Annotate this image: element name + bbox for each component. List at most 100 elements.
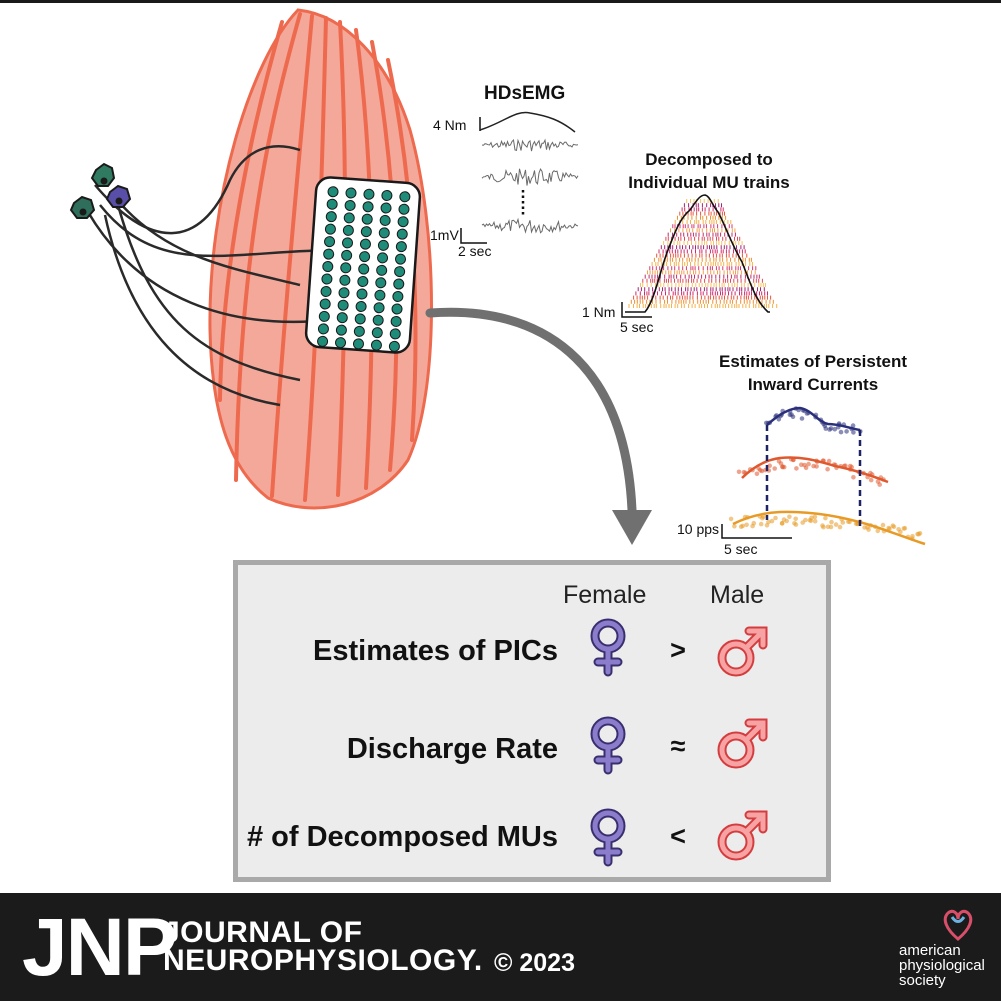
electrode-dot	[392, 291, 404, 303]
electrode-dot	[326, 198, 338, 210]
electrode-dot	[352, 338, 364, 350]
electrode-dot	[395, 253, 407, 265]
discharge-point	[812, 514, 818, 520]
discharge-point	[828, 426, 834, 431]
journal-abbreviation: JNP	[22, 902, 178, 993]
emg-trace	[481, 138, 579, 152]
discharge-point	[772, 466, 777, 471]
motor-neurons	[69, 162, 132, 219]
discharge-point	[898, 529, 903, 535]
hdsemg-voltage-scale: 1mV	[430, 227, 459, 243]
electrode-dot	[338, 287, 350, 299]
discharge-point	[840, 520, 846, 525]
decomposed-time-scale: 5 sec	[620, 319, 653, 335]
mu-spike-trains	[628, 199, 778, 308]
discharge-point	[812, 518, 818, 524]
discharge-point	[814, 464, 819, 469]
pic-rate-scale: 10 pps	[677, 521, 719, 537]
male-column-header: Male	[710, 581, 765, 609]
electrode-dot	[321, 273, 333, 285]
discharge-point	[761, 514, 766, 519]
discharge-point	[750, 523, 755, 529]
electrode-dot	[320, 285, 332, 297]
electrode-dot	[319, 298, 331, 310]
electrode-dot	[394, 266, 406, 278]
neuron-icon	[90, 162, 116, 187]
electrode-dot	[388, 340, 400, 352]
discharge-point	[850, 423, 856, 428]
emg-trace	[481, 168, 579, 186]
decomposed-torque-trace	[625, 194, 770, 313]
electrode-dot	[359, 238, 371, 250]
discharge-point	[766, 519, 771, 525]
discharge-point	[767, 463, 772, 469]
discharge-point	[886, 525, 891, 531]
discharge-point	[901, 526, 907, 531]
discharge-point	[832, 426, 838, 432]
journal-name: JOURNAL OF NEUROPHYSIOLOGY.	[163, 918, 483, 976]
row-label-decomposed-mus: # of Decomposed MUs	[247, 821, 558, 853]
discharge-point	[793, 522, 799, 527]
row-label-pics: Estimates of PICs	[313, 635, 558, 667]
male-symbol-icon	[717, 810, 768, 861]
discharge-point	[744, 522, 749, 528]
discharge-point	[875, 528, 881, 534]
discharge-point	[779, 521, 785, 526]
electrode-dot	[337, 299, 349, 311]
electrode-dot	[341, 249, 353, 261]
electrode-dot	[393, 278, 405, 290]
journal-footer: JNP JOURNAL OF NEUROPHYSIOLOGY. © 2023 a…	[0, 893, 1001, 1001]
electrode-dot	[317, 323, 329, 335]
electrode-dot	[343, 212, 355, 224]
discharge-point	[844, 429, 849, 434]
nerve-fibers	[86, 145, 341, 407]
discharge-point	[784, 518, 789, 524]
electrode-dot	[339, 274, 351, 286]
discharge-point	[776, 417, 782, 422]
pic-curve-top	[766, 406, 861, 432]
electrode-dot	[317, 335, 329, 347]
hdsemg-title: HDsEMG	[484, 83, 565, 104]
electrode-dot	[358, 263, 370, 275]
electrode-dot	[390, 315, 402, 327]
discharge-point	[758, 521, 764, 527]
electrode-dot	[389, 328, 401, 340]
pic-scale-bars	[721, 524, 792, 539]
discharge-point	[838, 429, 844, 435]
discharge-point	[758, 468, 763, 473]
top-border	[0, 0, 1001, 3]
pic-curve-bottom	[732, 510, 926, 546]
figure-illustration: HDsEMG 4 Nm 1mV 2 sec Decomposed to Indi…	[69, 8, 926, 557]
discharge-point	[849, 464, 854, 470]
discharge-point	[806, 461, 811, 467]
copyright: © 2023	[494, 949, 575, 977]
electrode-dot	[360, 226, 372, 238]
society-name-line: society	[899, 972, 946, 989]
electrode-dot	[324, 223, 336, 235]
electrode-dot	[376, 264, 388, 276]
female-symbol-icon	[590, 618, 626, 677]
discharge-point	[787, 514, 792, 520]
electrode-dot	[363, 188, 375, 200]
electrode-dot	[359, 251, 371, 263]
electrode-dot	[353, 325, 365, 337]
electrode-dot	[372, 314, 384, 326]
society-name-line: physiological	[899, 957, 985, 974]
emg-trace	[481, 217, 579, 234]
pic-curve-middle	[741, 456, 889, 484]
discharge-point	[732, 524, 737, 529]
discharge-point	[740, 523, 745, 529]
electrode-dot	[377, 252, 389, 264]
electrode-dot	[379, 214, 391, 226]
electrode-dot	[362, 201, 374, 213]
discharge-point	[868, 477, 874, 483]
row-label-discharge-rate: Discharge Rate	[346, 733, 558, 765]
female-column-header: Female	[563, 581, 647, 609]
discharge-point	[866, 527, 871, 532]
electrode-dot	[396, 228, 408, 240]
decomposed-scale-bars	[621, 302, 652, 318]
electrode-dot	[378, 227, 390, 239]
electrode-dot	[399, 191, 411, 203]
discharge-point	[803, 465, 809, 471]
discharge-point	[826, 458, 832, 464]
